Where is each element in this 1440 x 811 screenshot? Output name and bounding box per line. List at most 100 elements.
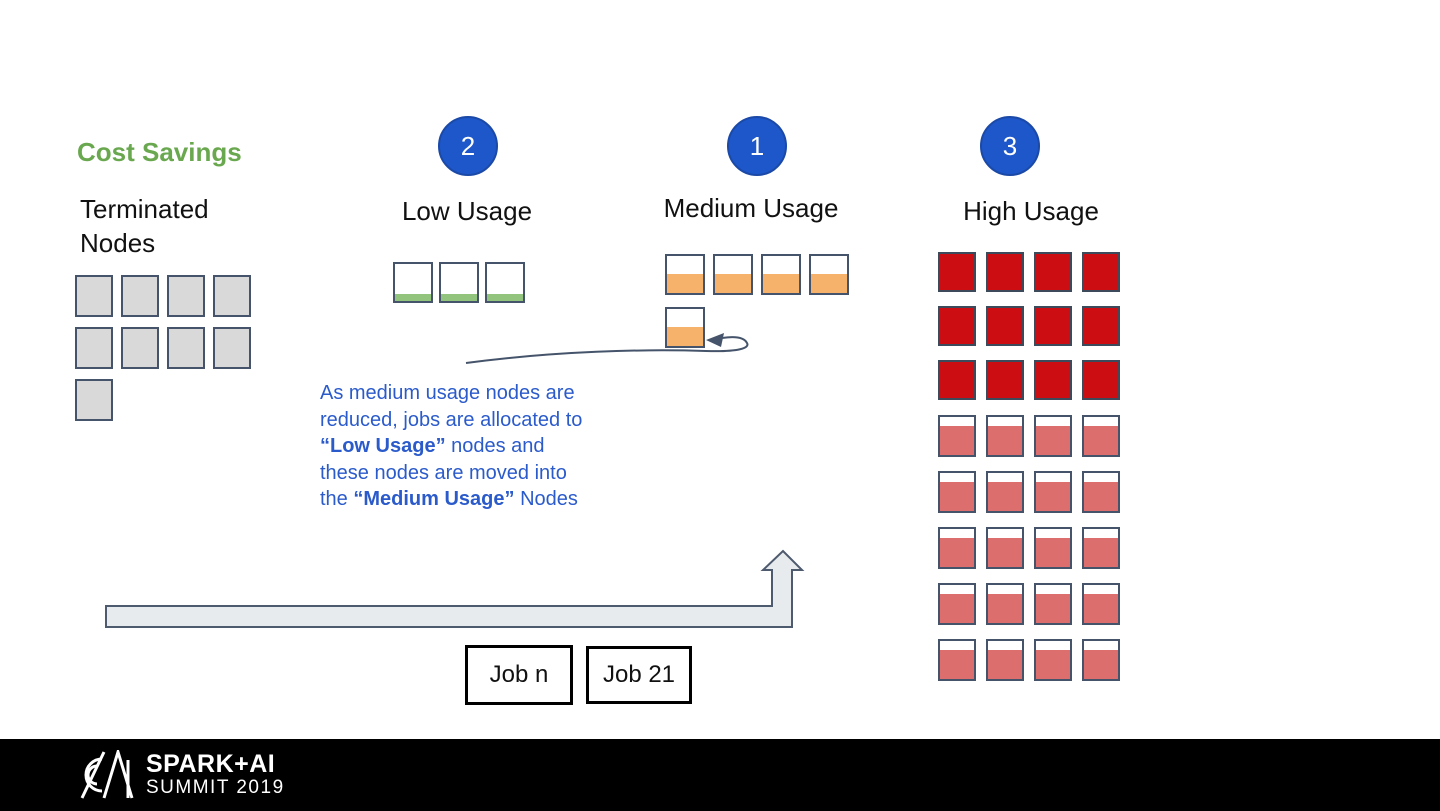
high-usage-full-grid — [938, 252, 1120, 400]
node-square — [213, 327, 251, 369]
node-square — [1082, 471, 1120, 513]
node-square — [665, 254, 705, 295]
node-square — [986, 360, 1024, 400]
annotation-text: Nodes — [514, 488, 578, 510]
node-row — [75, 275, 251, 317]
node-square — [75, 275, 113, 317]
node-square — [1082, 306, 1120, 346]
job-21-box: Job 21 — [586, 646, 692, 704]
node-square — [1082, 360, 1120, 400]
node-square — [986, 252, 1024, 292]
node-usage-fill — [395, 293, 431, 301]
node-usage-fill — [988, 594, 1022, 623]
annotation-text: the — [320, 488, 354, 510]
node-square — [1082, 415, 1120, 457]
annotation-text: reduced, jobs are allocated to — [320, 408, 583, 431]
node-square — [665, 307, 705, 348]
medium-usage-grid — [665, 254, 849, 348]
node-usage-fill — [1084, 538, 1118, 567]
job-n-box: Job n — [465, 645, 573, 705]
node-usage-fill — [1084, 482, 1118, 511]
node-row — [938, 252, 1120, 292]
node-row — [938, 415, 1120, 457]
step-badge-low: 2 — [438, 116, 498, 176]
node-usage-fill — [1036, 538, 1070, 567]
node-square — [938, 583, 976, 625]
node-square — [986, 583, 1024, 625]
node-usage-fill — [1084, 594, 1118, 623]
node-usage-fill — [1036, 426, 1070, 455]
annotation-text-block: As medium usage nodes are reduced, jobs a… — [320, 380, 640, 513]
node-square — [213, 275, 251, 317]
node-square — [938, 527, 976, 569]
node-row — [938, 360, 1120, 400]
node-square — [938, 306, 976, 346]
terminated-nodes-grid — [75, 275, 251, 421]
node-usage-fill — [940, 594, 974, 623]
node-row — [665, 307, 849, 348]
node-usage-fill — [940, 426, 974, 455]
step-badge-medium: 1 — [727, 116, 787, 176]
page-title: Cost Savings — [77, 137, 242, 167]
annotation-line: these nodes are moved into — [320, 460, 640, 487]
node-usage-fill — [940, 538, 974, 567]
annotation-line: “Low Usage” nodes and — [320, 433, 640, 460]
step-badge-low-number: 2 — [460, 130, 476, 161]
node-usage-fill — [811, 273, 847, 293]
step-badge-high: 3 — [980, 116, 1040, 176]
footer-text: SPARK+AI SUMMIT 2019 — [146, 751, 285, 799]
node-square — [1034, 527, 1072, 569]
annotation-text: As medium usage nodes are — [320, 382, 575, 404]
node-usage-fill — [940, 482, 974, 511]
node-usage-fill — [1036, 650, 1070, 679]
medium-usage-label: Medium Usage — [663, 193, 839, 223]
node-square — [393, 262, 433, 303]
node-usage-fill — [940, 650, 974, 679]
job-21-label: Job 21 — [602, 661, 676, 688]
footer-event: SUMMIT 2019 — [146, 777, 285, 798]
annotation-text: nodes and — [445, 435, 545, 457]
spark-ai-logo-icon — [80, 750, 134, 799]
node-square — [167, 275, 205, 317]
node-square — [439, 262, 479, 303]
node-square — [986, 471, 1024, 513]
node-square — [938, 639, 976, 681]
node-usage-fill — [1036, 594, 1070, 623]
node-square — [1034, 252, 1072, 292]
node-row — [938, 471, 1120, 513]
node-row — [938, 306, 1120, 346]
node-row — [938, 639, 1120, 681]
node-usage-fill — [988, 426, 1022, 455]
node-square — [938, 471, 976, 513]
node-square — [121, 327, 159, 369]
node-square — [1082, 639, 1120, 681]
annotation-text: these nodes are moved into — [320, 461, 567, 484]
high-usage-partial-grid — [938, 415, 1120, 681]
node-square — [1034, 583, 1072, 625]
node-square — [167, 327, 205, 369]
node-square — [1034, 471, 1072, 513]
node-row — [75, 327, 251, 369]
node-usage-fill — [1084, 650, 1118, 679]
node-square — [986, 306, 1024, 346]
node-usage-fill — [988, 482, 1022, 511]
node-usage-fill — [1036, 482, 1070, 511]
node-square — [986, 415, 1024, 457]
node-square — [1034, 360, 1072, 400]
step-badge-medium-number: 1 — [749, 130, 765, 161]
node-square — [809, 254, 849, 295]
footer-bar: SPARK+AI SUMMIT 2019 — [0, 739, 1440, 811]
node-square — [713, 254, 753, 295]
node-usage-fill — [988, 650, 1022, 679]
big-up-arrow — [105, 549, 805, 628]
node-usage-fill — [441, 293, 477, 301]
node-usage-fill — [487, 293, 523, 301]
node-square — [1034, 639, 1072, 681]
low-usage-grid — [393, 262, 525, 303]
node-square — [986, 639, 1024, 681]
node-square — [485, 262, 525, 303]
node-square — [1034, 415, 1072, 457]
node-row — [938, 527, 1120, 569]
annotation-line: As medium usage nodes are — [320, 380, 640, 407]
node-square — [1082, 252, 1120, 292]
